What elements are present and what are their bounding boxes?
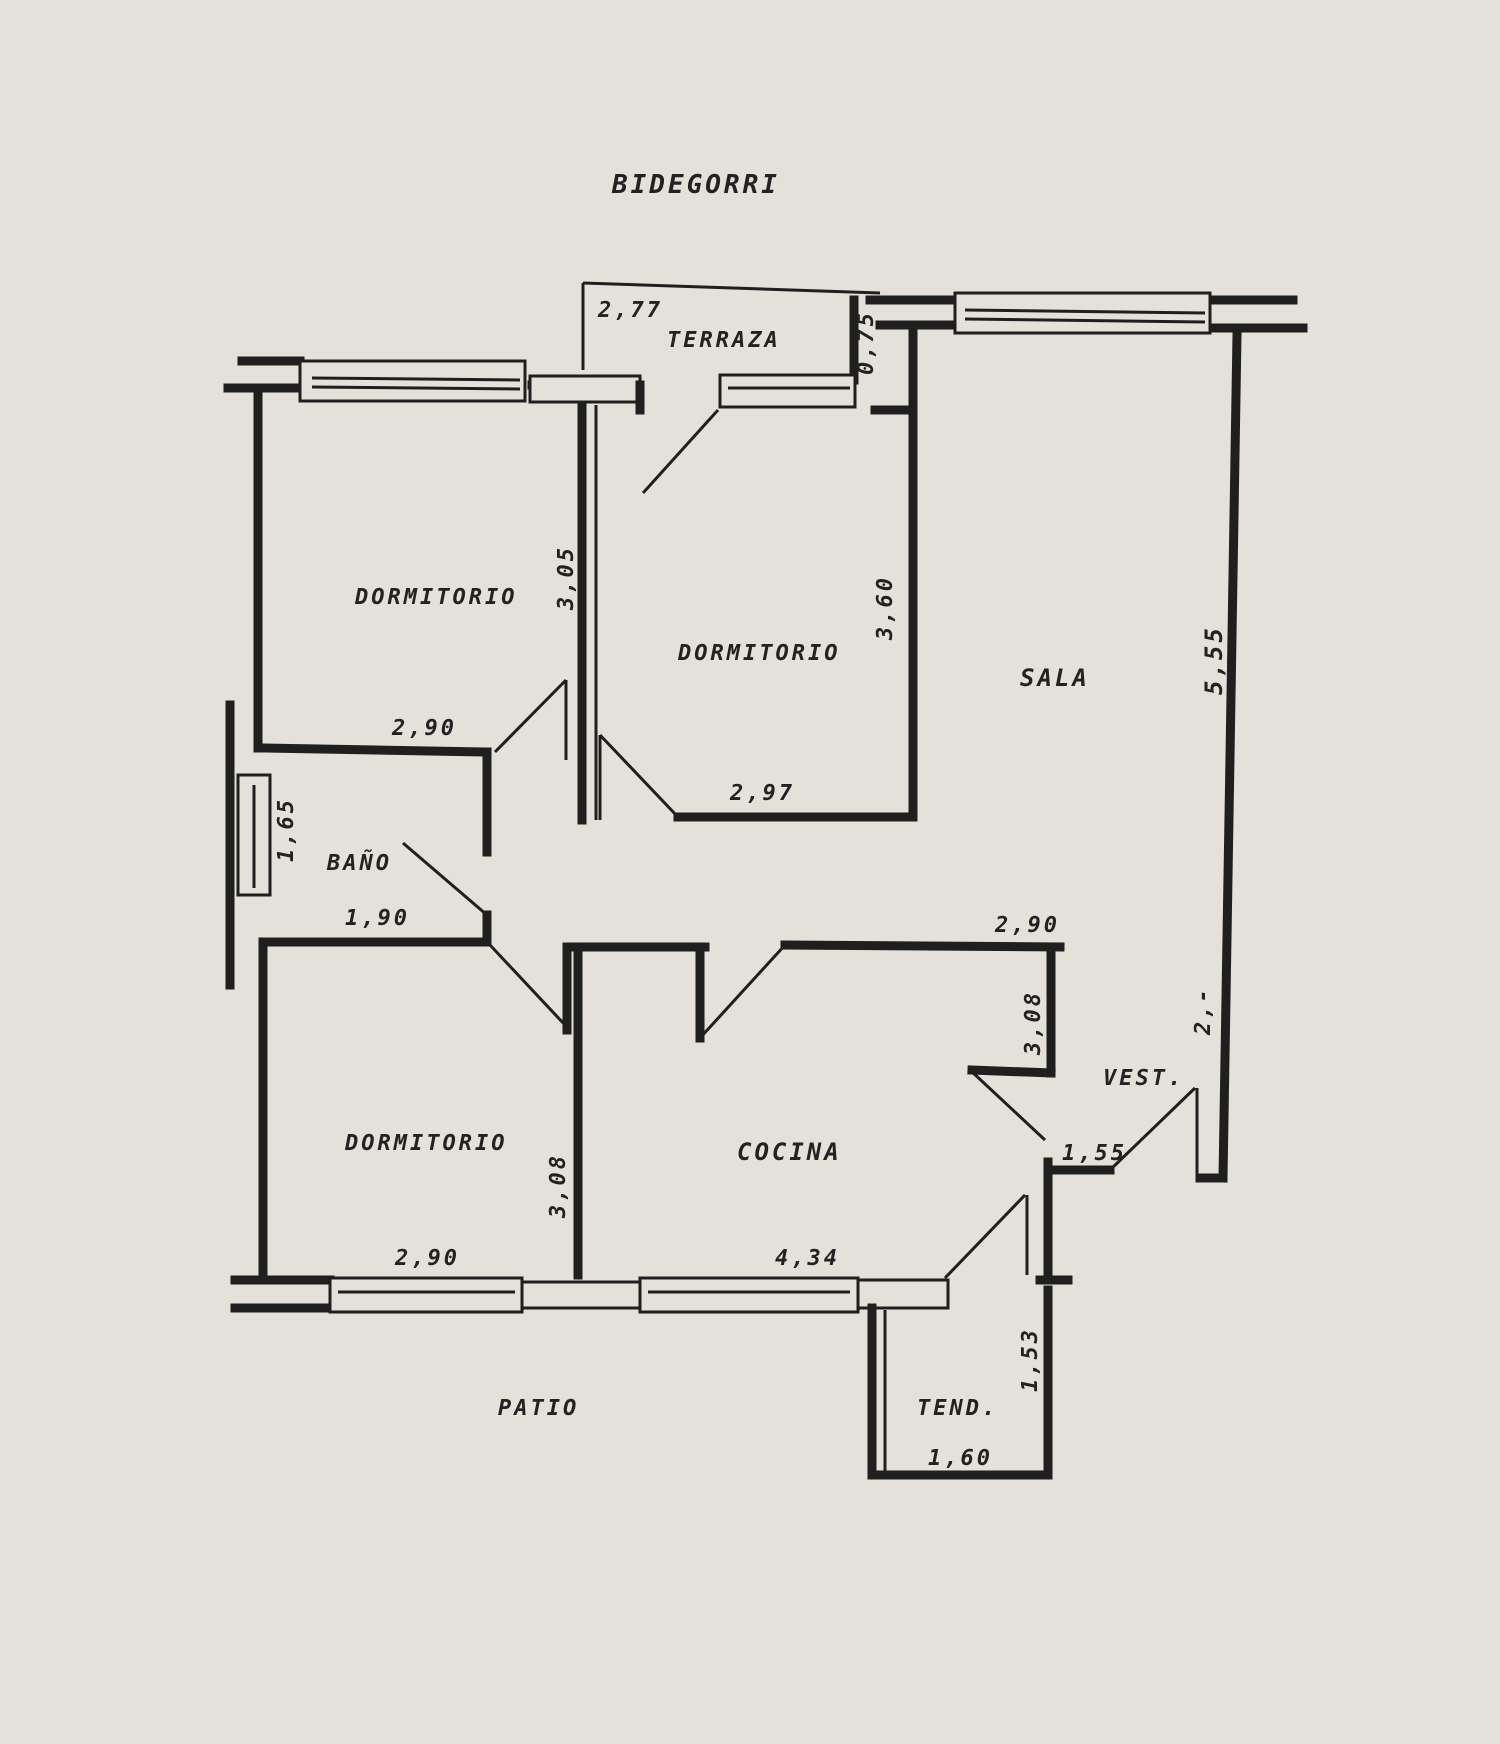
dim-dorm3-height: 3,08 — [546, 1153, 571, 1219]
room-label-cocina: COCINA — [737, 1138, 842, 1166]
labels: BIDEGORRI TERRAZA DORMITORIO DORMITORIO … — [274, 170, 1228, 1471]
dim-cocina-right-height: 3,08 — [1021, 990, 1046, 1056]
wall-segment — [258, 743, 492, 757]
dim-dorm1-height: 3,05 — [554, 545, 579, 611]
door-dorm1 — [493, 678, 568, 754]
wall-segment — [780, 940, 1065, 952]
wall-segment — [1218, 330, 1242, 1183]
door-dorm2 — [598, 733, 680, 819]
street-name: BIDEGORRI — [611, 170, 780, 200]
door-tend — [943, 1193, 1027, 1280]
door-terraza — [641, 408, 720, 495]
doors — [402, 408, 1197, 1280]
dim-dorm1-width: 2,90 — [391, 716, 457, 741]
window-pane — [311, 385, 521, 391]
door-dorm3 — [488, 943, 567, 1027]
room-label-dormitorio-2: DORMITORIO — [677, 641, 840, 666]
dim-tend-height: 1,53 — [1018, 1327, 1043, 1392]
window-cocina — [638, 1276, 860, 1314]
door-vest — [968, 1068, 1047, 1142]
room-label-vestibulo: VEST. — [1103, 1066, 1184, 1091]
windows — [236, 291, 1212, 1314]
room-label-bano: BAÑO — [326, 850, 392, 876]
room-label-terraza: TERRAZA — [667, 328, 781, 353]
dim-vest-height: 2,- — [1191, 986, 1216, 1036]
dim-cocina-top-width: 2,90 — [994, 913, 1060, 938]
door-bano — [402, 841, 488, 917]
dim-tend-width: 1,60 — [928, 1446, 993, 1471]
window-dorm3 — [328, 1276, 524, 1314]
dim-bano-height: 1,65 — [274, 797, 299, 862]
window-terraza — [718, 373, 857, 409]
dim-vest-width: 1,55 — [1062, 1141, 1127, 1166]
patio-label: PATIO — [498, 1396, 579, 1421]
wall-pier — [520, 1280, 642, 1310]
dim-sala-height: 5,55 — [1200, 625, 1228, 695]
dim-terraza-width: 2,77 — [597, 298, 663, 323]
window-pane — [964, 308, 1206, 315]
wall-pier — [856, 1278, 950, 1310]
window-pane — [964, 317, 1206, 324]
dim-dorm2-height: 3,60 — [873, 575, 898, 641]
walls — [223, 281, 1308, 1480]
room-label-tendedero: TEND. — [917, 1396, 998, 1421]
terraza-wall — [582, 281, 881, 295]
wall-segment — [967, 1065, 1056, 1078]
wall-pier — [528, 374, 642, 404]
dim-dorm3-width: 2,90 — [394, 1246, 460, 1271]
door-entrance — [1108, 1086, 1197, 1172]
room-label-sala: SALA — [1020, 664, 1090, 692]
dim-dorm2-width: 2,97 — [729, 781, 795, 806]
room-label-dormitorio-1: DORMITORIO — [354, 585, 517, 610]
room-label-dormitorio-3: DORMITORIO — [344, 1131, 507, 1156]
window-pane — [311, 376, 521, 382]
door-cocina — [698, 943, 787, 1040]
dim-terraza-depth: 0,75 — [854, 310, 879, 375]
dim-bano-width: 1,90 — [345, 906, 410, 931]
dim-cocina-width: 4,34 — [775, 1246, 840, 1271]
